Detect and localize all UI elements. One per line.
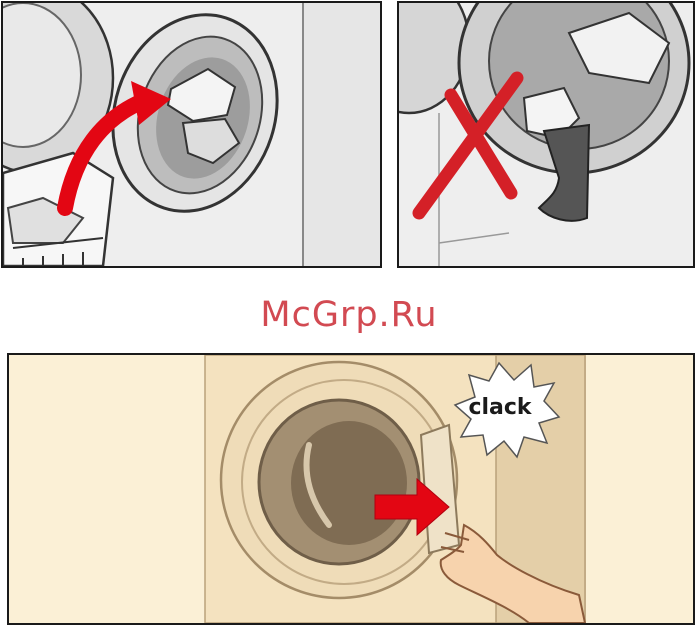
watermark-text: McGrp.Ru xyxy=(0,292,698,338)
close-door-drawing xyxy=(9,355,693,623)
overhang-drawing xyxy=(399,3,693,266)
illustration-close-door xyxy=(7,353,695,625)
clack-text: clack xyxy=(455,393,545,423)
illustration-load-laundry xyxy=(1,1,382,268)
load-laundry-drawing xyxy=(3,3,380,266)
illustration-do-not-overhang xyxy=(397,1,695,268)
